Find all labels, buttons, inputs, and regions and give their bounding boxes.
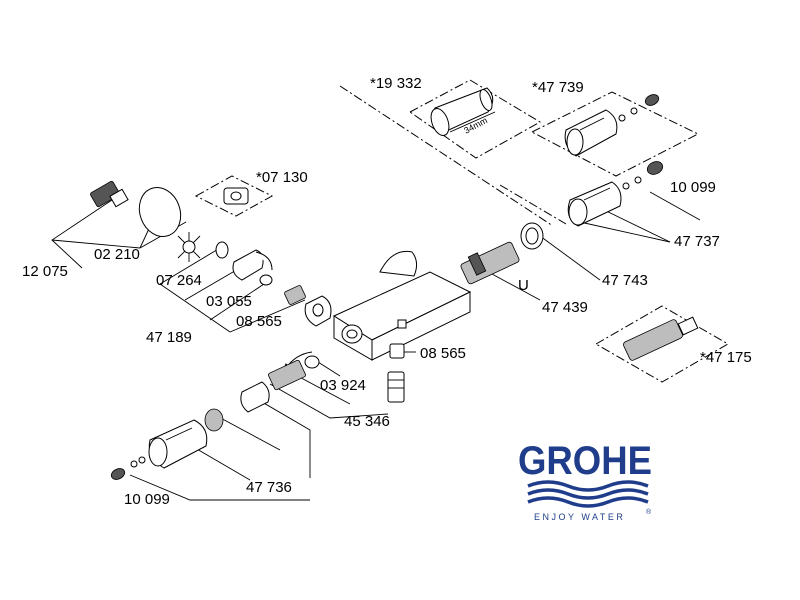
part-label: *47 739 — [532, 79, 584, 96]
part-labels: *19 332 *47 739 10 099 *07 130 47 737 12… — [22, 75, 752, 508]
part-label: 07 264 — [156, 272, 202, 289]
part-label: 10 099 — [124, 491, 170, 508]
registered-mark: ® — [646, 508, 652, 516]
callout-box-47175 — [594, 305, 730, 383]
part-label: 47 439 — [542, 299, 588, 316]
part-label: 47 189 — [146, 329, 192, 346]
part-label: 03 924 — [320, 377, 366, 394]
part-label: 08 565 — [236, 313, 282, 330]
callout-box-47739 — [530, 91, 700, 177]
part-label: U — [518, 277, 529, 294]
brand-name: GROHE — [518, 439, 652, 483]
callout-box-07130 — [194, 175, 274, 217]
part-label: 12 075 — [22, 263, 68, 280]
part-label: *07 130 — [256, 169, 308, 186]
leader-lines — [51, 85, 701, 501]
brand-logo: GROHE ENJOY WATER ® — [518, 439, 652, 522]
part-label: 10 099 — [670, 179, 716, 196]
part-label: *19 332 — [370, 75, 422, 92]
part-label: 03 055 — [206, 293, 252, 310]
brand-tagline: ENJOY WATER — [534, 512, 625, 522]
callout-box-19332: 34mm — [409, 79, 541, 159]
ring-47743 — [520, 222, 544, 250]
thermo-handle-47737 — [567, 161, 664, 227]
mixer-body — [332, 250, 472, 361]
part-label: *47 175 — [700, 349, 752, 366]
left-fittings — [90, 180, 332, 327]
part-label: 47 737 — [674, 233, 720, 250]
cartridge-47439 — [460, 241, 520, 285]
part-label: 47 736 — [246, 479, 292, 496]
lower-fittings — [110, 343, 405, 480]
part-label: 45 346 — [344, 413, 390, 430]
part-label: 08 565 — [420, 345, 466, 362]
part-label: 47 743 — [602, 272, 648, 289]
part-label: 02 210 — [94, 246, 140, 263]
